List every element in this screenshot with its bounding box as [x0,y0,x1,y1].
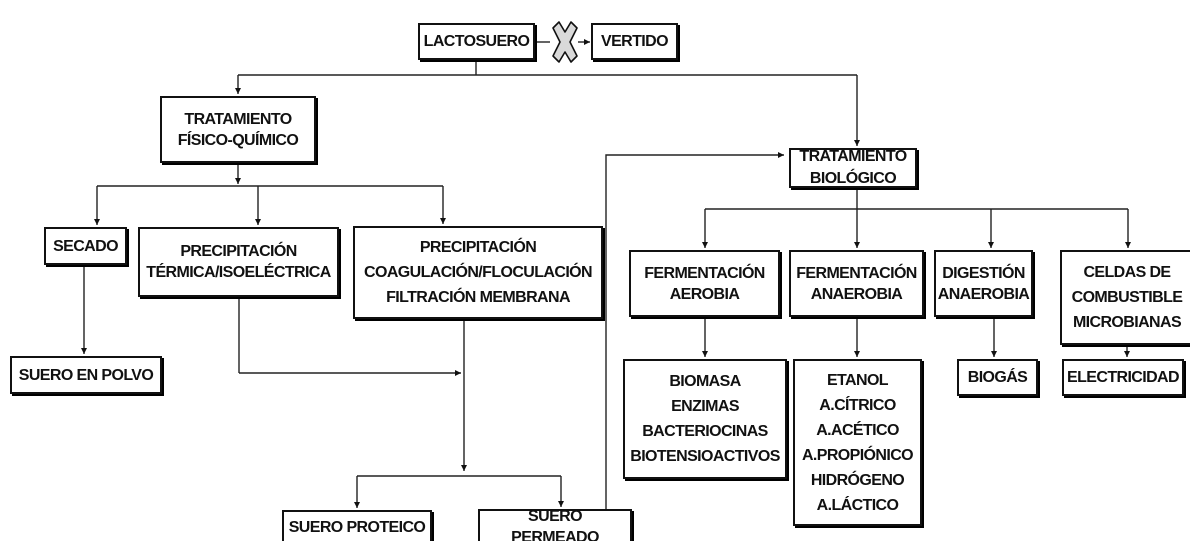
biomasa-label: BIOMASA ENZIMAS BACTERIOCINAS BIOTENSIOA… [630,373,780,465]
suero-proteico-label: SUERO PROTEICO [288,519,426,536]
fermentacion-anaerobia-box: FERMENTACIÓN ANAEROBIA [789,250,924,317]
biogas-box: BIOGÁS [957,359,1038,396]
biomasa-box: BIOMASA ENZIMAS BACTERIOCINAS BIOTENSIOA… [623,359,787,479]
precipitacion-coagulacion-box: PRECIPITACIÓN COAGULACIÓN/FLOCULACIÓN FI… [353,226,603,319]
vertido-box: VERTIDO [591,23,678,60]
lactosuero-box: LACTOSUERO [418,23,535,60]
tratamiento-biologico-label: TRATAMIENTO BIOLÓGICO [799,148,907,187]
suero-en-polvo-box: SUERO EN POLVO [10,356,162,394]
digestion-anaerobia-label: DIGESTIÓN ANAEROBIA [937,264,1030,303]
biogas-label: BIOGÁS [967,369,1028,386]
electricidad-label: ELECTRICIDAD [1067,369,1180,386]
suero-proteico-box: SUERO PROTEICO [282,510,432,541]
x-mark-icon [552,21,578,63]
tratamiento-biologico-box: TRATAMIENTO BIOLÓGICO [789,148,917,188]
tratamiento-fisico-quimico-box: TRATAMIENTO FÍSICO-QUÍMICO [160,96,316,163]
suero-permeado-box: SUERO PERMEADO [478,508,632,541]
precipitacion-termica-label: PRECIPITACIÓN TÉRMICA/ISOELÉCTRICA [146,243,331,281]
fermentacion-aerobia-box: FERMENTACIÓN AEROBIA [629,250,780,317]
tratamiento-fisico-quimico-label: TRATAMIENTO FÍSICO-QUÍMICO [177,110,299,149]
digestion-anaerobia-box: DIGESTIÓN ANAEROBIA [934,250,1033,317]
precipitacion-termica-box: PRECIPITACIÓN TÉRMICA/ISOELÉCTRICA [138,227,339,297]
secado-box: SECADO [44,227,127,265]
fermentacion-anaerobia-label: FERMENTACIÓN ANAEROBIA [796,264,917,303]
secado-label: SECADO [53,237,118,255]
lactosuero-label: LACTOSUERO [423,33,530,50]
suero-permeado-label: SUERO PERMEADO [511,508,599,541]
etanol-label: ETANOL A.CÍTRICO A.ACÉTICO A.PROPIÓNICO … [801,371,914,514]
celdas-combustible-box: CELDAS DE COMBUSTIBLE MICROBIANAS [1060,250,1190,345]
precipitacion-coagulacion-label: PRECIPITACIÓN COAGULACIÓN/FLOCULACIÓN FI… [364,239,593,306]
electricidad-box: ELECTRICIDAD [1062,359,1184,396]
fermentacion-aerobia-label: FERMENTACIÓN AEROBIA [644,264,765,303]
vertido-label: VERTIDO [601,33,669,50]
suero-en-polvo-label: SUERO EN POLVO [18,366,154,384]
celdas-combustible-label: CELDAS DE COMBUSTIBLE MICROBIANAS [1071,264,1183,331]
etanol-box: ETANOL A.CÍTRICO A.ACÉTICO A.PROPIÓNICO … [793,359,922,526]
